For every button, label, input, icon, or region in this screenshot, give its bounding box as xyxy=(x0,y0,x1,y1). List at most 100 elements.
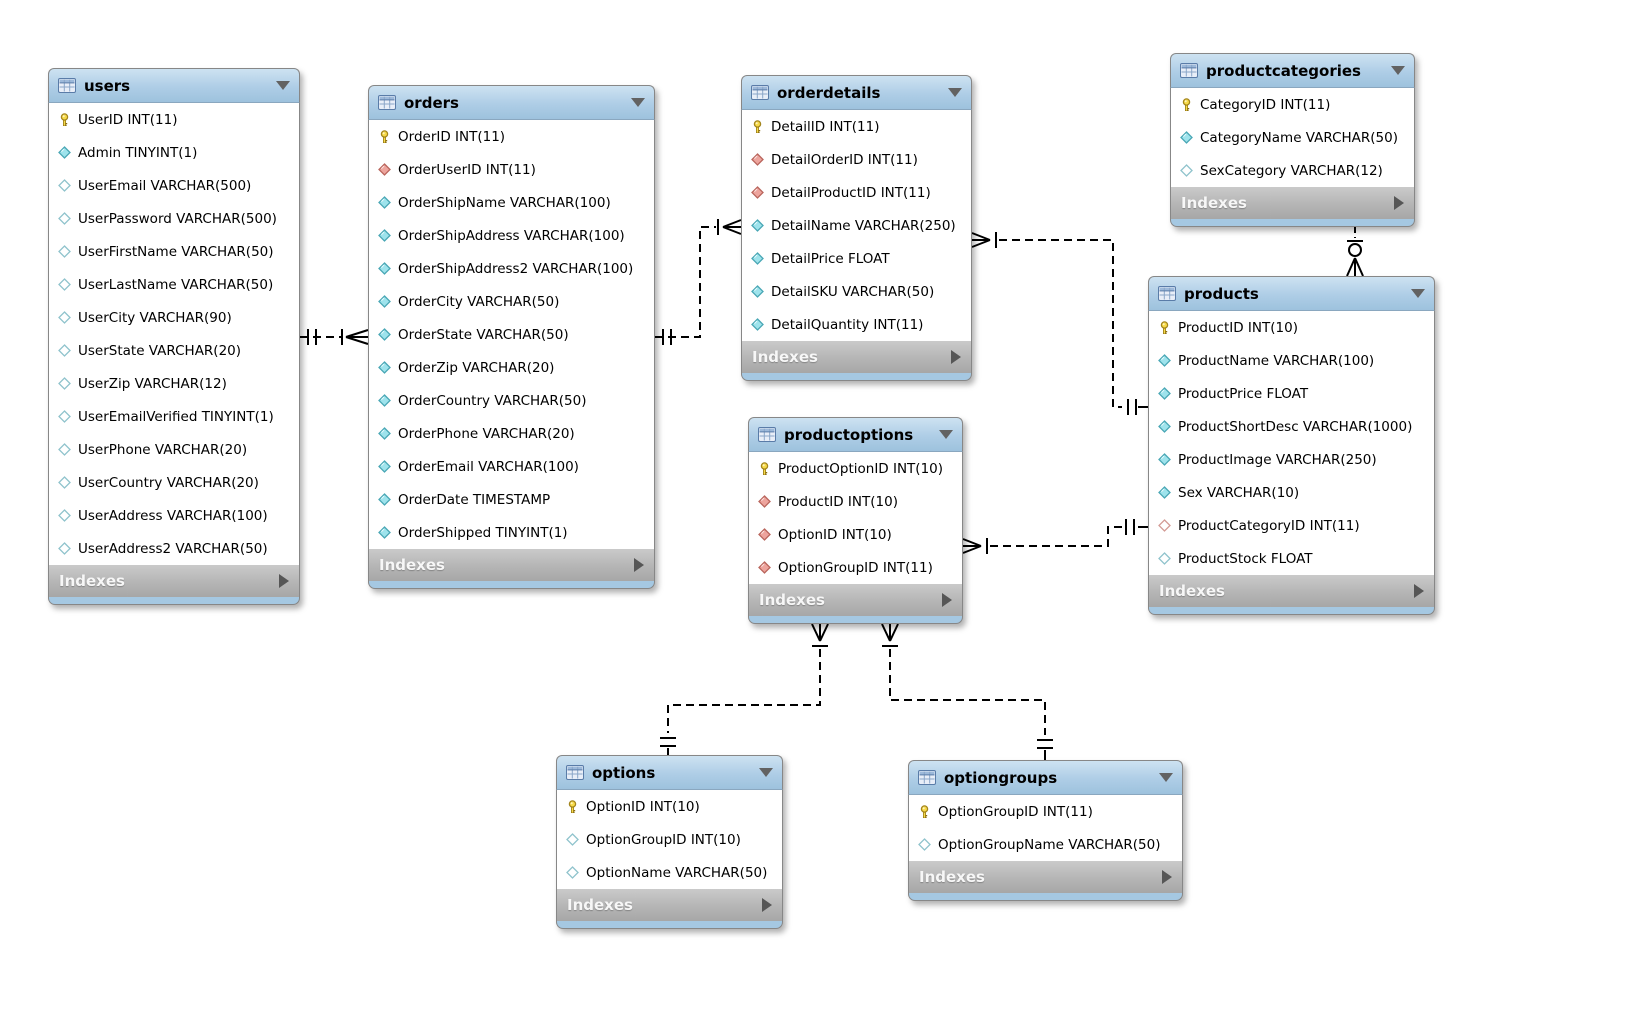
field-row[interactable]: ProductImage VARCHAR(250) xyxy=(1149,443,1434,476)
field-label: ProductShortDesc VARCHAR(1000) xyxy=(1178,418,1413,435)
field-row[interactable]: OrderZip VARCHAR(20) xyxy=(369,351,654,384)
field-row[interactable]: OptionID INT(10) xyxy=(557,790,782,823)
field-row[interactable]: OrderShipName VARCHAR(100) xyxy=(369,186,654,219)
field-row[interactable]: DetailPrice FLOAT xyxy=(742,242,971,275)
expand-arrow-icon[interactable] xyxy=(762,898,772,912)
field-row[interactable]: OrderShipAddress VARCHAR(100) xyxy=(369,219,654,252)
field-row[interactable]: OrderState VARCHAR(50) xyxy=(369,318,654,351)
field-row[interactable]: Admin TINYINT(1) xyxy=(49,136,299,169)
field-row[interactable]: DetailSKU VARCHAR(50) xyxy=(742,275,971,308)
relationship-optiongroups-productoptions[interactable] xyxy=(881,623,1053,760)
expand-arrow-icon[interactable] xyxy=(279,574,289,588)
field-row[interactable]: DetailProductID INT(11) xyxy=(742,176,971,209)
field-row[interactable]: UserZip VARCHAR(12) xyxy=(49,367,299,400)
collapse-chevron-icon[interactable] xyxy=(276,81,290,90)
field-row[interactable]: ProductOptionID INT(10) xyxy=(749,452,962,485)
field-row[interactable]: ProductName VARCHAR(100) xyxy=(1149,344,1434,377)
table-columns: OptionGroupID INT(11)OptionGroupName VAR… xyxy=(908,795,1183,861)
table-header[interactable]: users xyxy=(48,68,300,103)
indexes-bar[interactable]: Indexes xyxy=(741,341,972,373)
expand-arrow-icon[interactable] xyxy=(951,350,961,364)
expand-arrow-icon[interactable] xyxy=(1162,870,1172,884)
relationship-productcategories-products[interactable] xyxy=(1346,227,1364,277)
field-row[interactable]: OrderUserID INT(11) xyxy=(369,153,654,186)
relationship-products-orderdetails[interactable] xyxy=(971,232,1148,415)
field-row[interactable]: ProductPrice FLOAT xyxy=(1149,377,1434,410)
field-row[interactable]: UserID INT(11) xyxy=(49,103,299,136)
field-row[interactable]: UserCountry VARCHAR(20) xyxy=(49,466,299,499)
table-header[interactable]: products xyxy=(1148,276,1435,311)
relationship-orders-orderdetails[interactable] xyxy=(655,219,742,345)
field-row[interactable]: UserCity VARCHAR(90) xyxy=(49,301,299,334)
field-row[interactable]: OptionName VARCHAR(50) xyxy=(557,856,782,889)
table-bottom-strip xyxy=(1170,219,1415,227)
expand-arrow-icon[interactable] xyxy=(942,593,952,607)
field-row[interactable]: DetailID INT(11) xyxy=(742,110,971,143)
field-row[interactable]: ProductCategoryID INT(11) xyxy=(1149,509,1434,542)
field-row[interactable]: OrderPhone VARCHAR(20) xyxy=(369,417,654,450)
field-row[interactable]: ProductID INT(10) xyxy=(749,485,962,518)
field-row[interactable]: ProductID INT(10) xyxy=(1149,311,1434,344)
relationship-products-productoptions[interactable] xyxy=(962,519,1148,554)
expand-arrow-icon[interactable] xyxy=(1414,584,1424,598)
field-row[interactable]: UserEmailVerified TINYINT(1) xyxy=(49,400,299,433)
table-header[interactable]: options xyxy=(556,755,783,790)
field-row[interactable]: SexCategory VARCHAR(12) xyxy=(1171,154,1414,187)
table-header[interactable]: optiongroups xyxy=(908,760,1183,795)
collapse-chevron-icon[interactable] xyxy=(948,88,962,97)
indexes-bar[interactable]: Indexes xyxy=(48,565,300,597)
collapse-chevron-icon[interactable] xyxy=(1159,773,1173,782)
field-row[interactable]: DetailQuantity INT(11) xyxy=(742,308,971,341)
relationship-users-orders[interactable] xyxy=(300,329,369,345)
table-header[interactable]: productoptions xyxy=(748,417,963,452)
field-row[interactable]: OptionGroupID INT(10) xyxy=(557,823,782,856)
field-row[interactable]: OrderID INT(11) xyxy=(369,120,654,153)
field-row[interactable]: OptionGroupName VARCHAR(50) xyxy=(909,828,1182,861)
collapse-chevron-icon[interactable] xyxy=(631,98,645,107)
collapse-chevron-icon[interactable] xyxy=(1411,289,1425,298)
relationship-options-productoptions[interactable] xyxy=(660,623,829,755)
field-row[interactable]: ProductShortDesc VARCHAR(1000) xyxy=(1149,410,1434,443)
field-row[interactable]: UserEmail VARCHAR(500) xyxy=(49,169,299,202)
field-row[interactable]: ProductStock FLOAT xyxy=(1149,542,1434,575)
field-row[interactable]: DetailName VARCHAR(250) xyxy=(742,209,971,242)
indexes-bar[interactable]: Indexes xyxy=(368,549,655,581)
table-header[interactable]: productcategories xyxy=(1170,53,1415,88)
primary-key-icon xyxy=(918,804,931,819)
field-row[interactable]: UserPassword VARCHAR(500) xyxy=(49,202,299,235)
indexes-bar[interactable]: Indexes xyxy=(1170,187,1415,219)
field-row[interactable]: OrderShipAddress2 VARCHAR(100) xyxy=(369,252,654,285)
table-title: products xyxy=(1184,284,1259,303)
field-row[interactable]: UserFirstName VARCHAR(50) xyxy=(49,235,299,268)
table-header[interactable]: orders xyxy=(368,85,655,120)
field-row[interactable]: DetailOrderID INT(11) xyxy=(742,143,971,176)
table-header[interactable]: orderdetails xyxy=(741,75,972,110)
field-row[interactable]: OrderShipped TINYINT(1) xyxy=(369,516,654,549)
field-row[interactable]: OrderDate TIMESTAMP xyxy=(369,483,654,516)
indexes-bar[interactable]: Indexes xyxy=(1148,575,1435,607)
table-bottom-strip xyxy=(368,581,655,589)
expand-arrow-icon[interactable] xyxy=(1394,196,1404,210)
field-row[interactable]: OptionID INT(10) xyxy=(749,518,962,551)
indexes-bar[interactable]: Indexes xyxy=(748,584,963,616)
field-row[interactable]: OrderCity VARCHAR(50) xyxy=(369,285,654,318)
field-row[interactable]: CategoryID INT(11) xyxy=(1171,88,1414,121)
field-row[interactable]: UserState VARCHAR(20) xyxy=(49,334,299,367)
field-row[interactable]: OrderEmail VARCHAR(100) xyxy=(369,450,654,483)
field-row[interactable]: UserAddress VARCHAR(100) xyxy=(49,499,299,532)
field-label: UserID INT(11) xyxy=(78,111,178,128)
field-row[interactable]: UserAddress2 VARCHAR(50) xyxy=(49,532,299,565)
collapse-chevron-icon[interactable] xyxy=(939,430,953,439)
expand-arrow-icon[interactable] xyxy=(634,558,644,572)
field-row[interactable]: OptionGroupID INT(11) xyxy=(749,551,962,584)
collapse-chevron-icon[interactable] xyxy=(759,768,773,777)
field-row[interactable]: UserPhone VARCHAR(20) xyxy=(49,433,299,466)
field-row[interactable]: OptionGroupID INT(11) xyxy=(909,795,1182,828)
field-row[interactable]: OrderCountry VARCHAR(50) xyxy=(369,384,654,417)
collapse-chevron-icon[interactable] xyxy=(1391,66,1405,75)
field-row[interactable]: Sex VARCHAR(10) xyxy=(1149,476,1434,509)
field-row[interactable]: CategoryName VARCHAR(50) xyxy=(1171,121,1414,154)
indexes-bar[interactable]: Indexes xyxy=(908,861,1183,893)
field-row[interactable]: UserLastName VARCHAR(50) xyxy=(49,268,299,301)
indexes-bar[interactable]: Indexes xyxy=(556,889,783,921)
